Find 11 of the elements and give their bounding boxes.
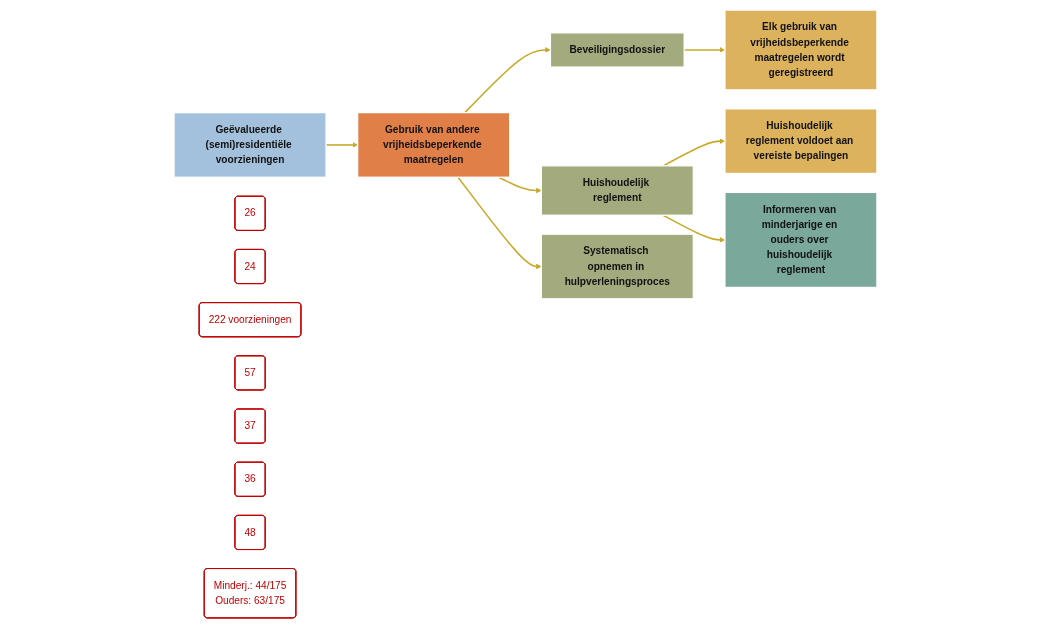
arrow [497, 176, 542, 194]
node-box: Systematisch opnemen in hulpverleningsproces [540, 233, 694, 300]
node-box: Beveiligingsdossier [549, 32, 685, 68]
node-box: Informeren van minderjarige en ouders over huishoudelijk reglement [724, 191, 878, 289]
node-box: Huishoudelijk reglement voldoet aan vereiste bepalingen [724, 108, 878, 175]
arrow [464, 47, 551, 114]
node-box: Elk gebruik van vrijheidsbeperkende maatregelen wordt geregistreerd [724, 9, 878, 91]
node-box: Geëvalueerde (semi)residentiële voorzieningen [173, 112, 327, 178]
node-box: Gebruik van andere vrijheidsbeperkende maatregelen [357, 112, 511, 178]
arrow [457, 176, 542, 270]
node-box: Huishoudelijk reglement [540, 165, 694, 216]
